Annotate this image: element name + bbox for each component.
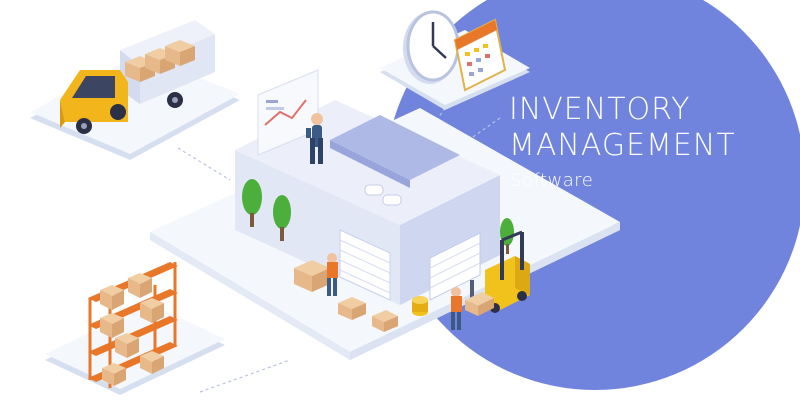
worker-icon <box>306 113 323 164</box>
forklift-icon <box>465 230 530 316</box>
headline-line-3: Software <box>510 170 594 191</box>
truck-icon <box>60 20 215 134</box>
shelf-icon <box>88 262 178 388</box>
headline-line-2: MANAGEMENT <box>509 128 736 163</box>
clock-icon <box>403 10 460 84</box>
warehouse-icon <box>235 100 500 305</box>
boxes-icon <box>294 260 428 332</box>
worker-icon <box>451 287 462 330</box>
headline-line-1: INVENTORY <box>509 92 691 127</box>
calendar-icon <box>453 18 507 92</box>
dashboard-panel <box>257 69 319 156</box>
worker-icon <box>327 253 338 296</box>
